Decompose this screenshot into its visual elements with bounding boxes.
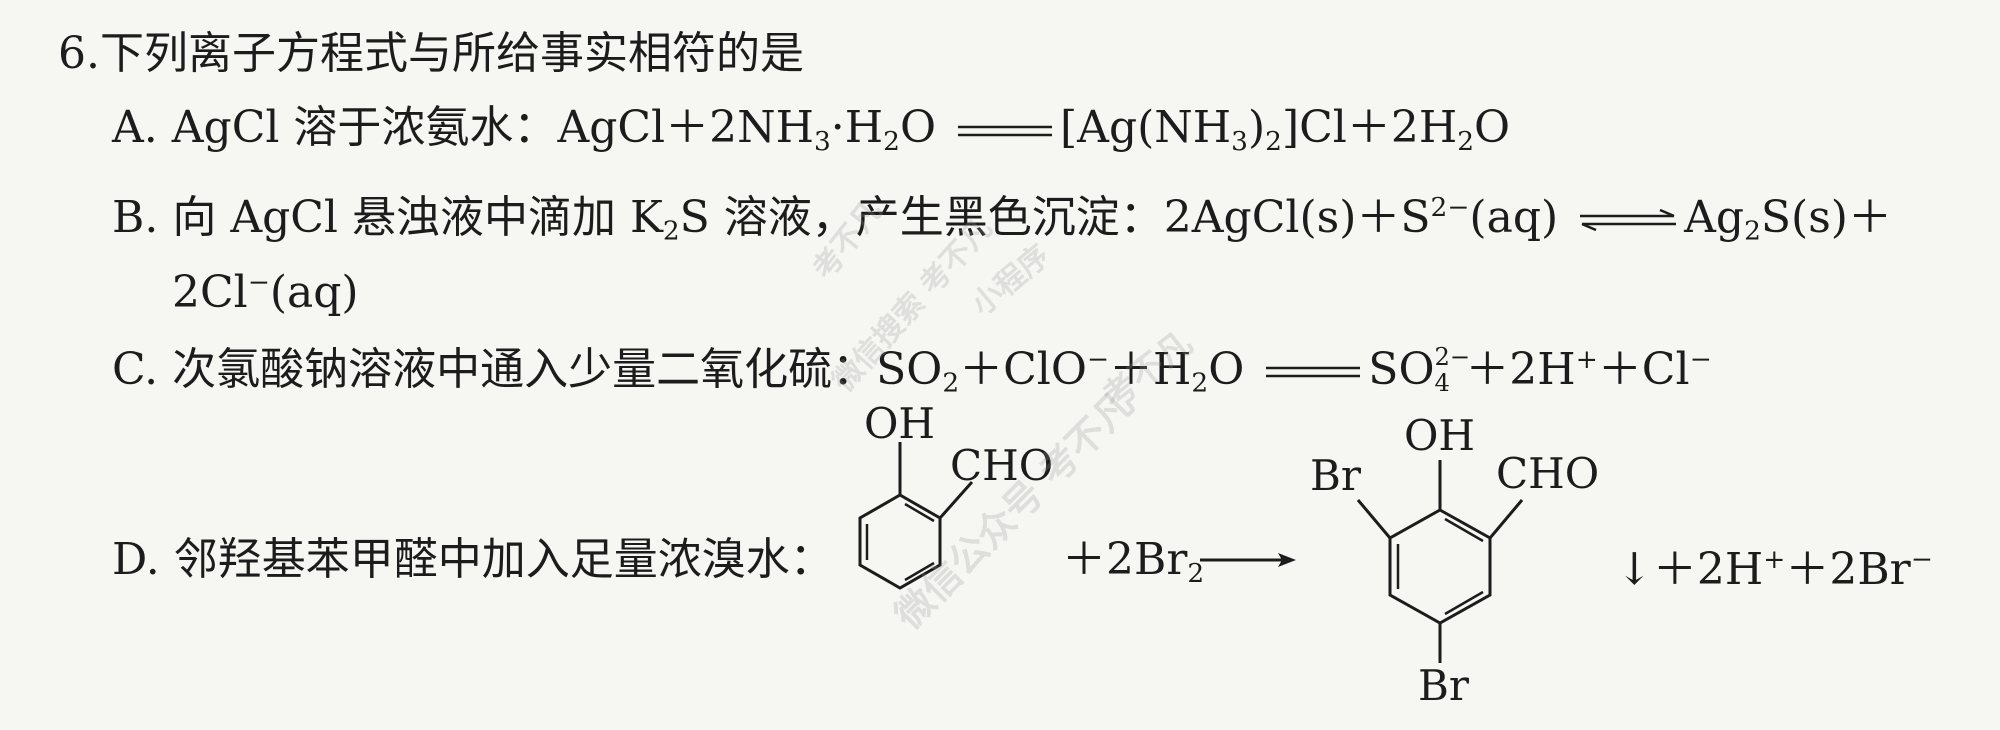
option-a-rhs-part: O (1474, 102, 1511, 153)
option-d-desc: 邻羟基苯甲醛中加入足量浓溴水： (173, 534, 834, 585)
subscript: 2 (662, 215, 680, 247)
option-d-label: D. (112, 534, 160, 585)
product-tail-text: ＋2Br (1785, 543, 1911, 595)
option-d-reagent: ＋2Br2 (1062, 530, 1204, 604)
option-c-lhs-part: SO (876, 343, 943, 395)
salicylaldehyde-structure: OH CHO (858, 399, 1053, 590)
superscript-charge: + (1763, 544, 1786, 575)
option-a-desc: AgCl 溶于浓氨水： (171, 102, 558, 153)
option-a: A. AgCl 溶于浓氨水：AgCl＋2NH3·H2O [Ag(NH3)2]Cl… (112, 98, 1510, 172)
option-d-product-tail: ↓＋2H+＋2Br− (1616, 530, 1933, 600)
option-a-rhs-part: ) (1247, 102, 1266, 153)
question-number: 6. (58, 28, 100, 79)
reversible-arrow-icon (1580, 209, 1677, 232)
superscript-charge: 2− (1430, 192, 1470, 223)
option-b-continuation: 2Cl−(aq) (172, 253, 359, 323)
product-cho-label: CHO (1496, 449, 1599, 498)
superscript-charge: − (247, 267, 270, 298)
question-stem: 下列离子方程式与所给事实相符的是 (99, 28, 804, 79)
product-br-left-label: Br (1310, 451, 1362, 500)
option-c-rhs-part: SO (1368, 343, 1435, 395)
subscript: 2 (1744, 215, 1761, 247)
equals-sign-icon (958, 125, 1053, 136)
option-b-rhs-part: Ag (1684, 191, 1745, 243)
option-b: B. 向 AgCl 悬浊液中滴加 K2S 溶液，产生黑色沉淀：2AgCl(s)＋… (112, 178, 1892, 262)
question-stem-line: 6.下列离子方程式与所给事实相符的是 (58, 24, 804, 84)
option-b-cont-part: 2Cl (172, 266, 248, 318)
option-c-lhs-part: ＋H (1109, 343, 1192, 395)
option-b-lhs-part: (aq) (1469, 191, 1559, 243)
option-c-desc: 次氯酸钠溶液中通入少量二氧化硫： (172, 343, 877, 395)
reagent-text: ＋2Br (1062, 534, 1188, 585)
option-a-lhs-part: O (899, 102, 937, 153)
option-b-desc-2: S 溶液，产生黑色沉淀： (679, 191, 1164, 243)
option-b-desc: 向 AgCl 悬浊液中滴加 K (172, 191, 663, 243)
superscript-charge: − (1086, 344, 1110, 375)
option-d: D. 邻羟基苯甲醛中加入足量浓溴水： (112, 530, 834, 590)
superscript-charge: − (1910, 544, 1933, 575)
option-b-lhs-part: 2AgCl(s)＋S (1163, 191, 1431, 243)
superscript-charge: + (1575, 344, 1598, 375)
option-b-rhs-part: S(s)＋ (1760, 191, 1892, 243)
option-c-label: C. (112, 343, 159, 395)
option-c-lhs-part: O (1208, 343, 1245, 395)
reactant-oh-label: OH (864, 399, 935, 448)
superscript-charge: − (1689, 344, 1712, 375)
sulfate-charge-stack: 2−4 (1435, 340, 1471, 398)
subscript: 2 (1187, 557, 1205, 589)
equals-sign-icon (1266, 367, 1361, 378)
subscript: 2 (1191, 367, 1209, 399)
subscript: 3 (813, 125, 831, 157)
option-a-label: A. (112, 102, 158, 153)
option-b-label: B. (112, 191, 159, 243)
option-b-cont-part: (aq) (269, 266, 359, 318)
product-oh-label: OH (1404, 411, 1475, 460)
subscript: 4 (1434, 369, 1450, 398)
option-a-rhs-part: ]Cl＋2H (1281, 102, 1458, 153)
reactant-cho-label: CHO (950, 441, 1053, 490)
option-c-rhs-part: ＋Cl (1597, 343, 1690, 395)
option-a-rhs-part: [Ag(NH (1060, 102, 1232, 153)
option-c-rhs-part: ＋2H (1465, 343, 1576, 395)
subscript: 2 (1265, 125, 1282, 157)
subscript: 2 (883, 125, 900, 157)
option-c-lhs-part: ＋ClO (959, 343, 1087, 395)
subscript: 2 (942, 367, 960, 399)
option-a-lhs-part: ·H (830, 102, 884, 153)
option-a-lhs-part: AgCl＋2NH (557, 102, 814, 153)
subscript: 3 (1231, 125, 1248, 157)
product-tail-text: ↓＋2H (1616, 543, 1764, 595)
reaction-arrow-icon (1200, 553, 1296, 567)
superscript-charge: 2− (1434, 342, 1471, 371)
subscript: 2 (1457, 125, 1475, 157)
dibromo-salicylaldehyde-structure: OH CHO Br Br (1310, 411, 1599, 710)
product-br-bottom-label: Br (1418, 661, 1470, 710)
